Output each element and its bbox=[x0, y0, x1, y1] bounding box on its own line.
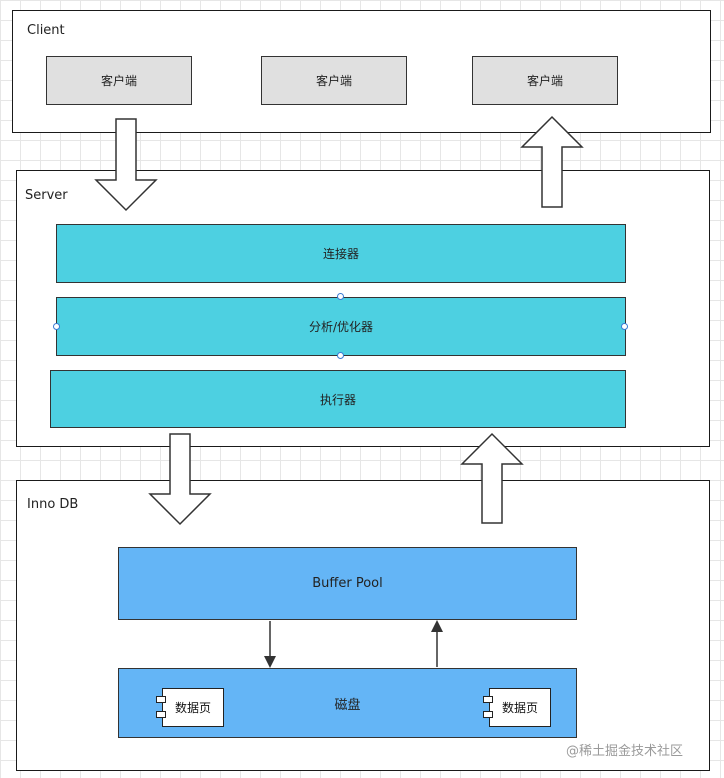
selection-handle-bottom[interactable] bbox=[337, 352, 344, 359]
connector-box[interactable]: 连接器 bbox=[56, 224, 626, 283]
selection-handle-right[interactable] bbox=[621, 323, 628, 330]
data-page-right[interactable]: 数据页 bbox=[489, 688, 551, 727]
data-page-left[interactable]: 数据页 bbox=[162, 688, 224, 727]
innodb-label: Inno DB bbox=[27, 497, 79, 512]
client-box-3[interactable]: 客户端 bbox=[472, 56, 618, 105]
component-tab-icon bbox=[483, 696, 493, 703]
server-label: Server bbox=[25, 188, 68, 203]
executor-box[interactable]: 执行器 bbox=[50, 370, 626, 428]
client-box-2[interactable]: 客户端 bbox=[261, 56, 407, 105]
client-label: Client bbox=[27, 23, 65, 38]
watermark: @稀土掘金技术社区 bbox=[566, 744, 684, 759]
analyzer-optimizer-box[interactable]: 分析/优化器 bbox=[56, 297, 626, 356]
buffer-pool-box[interactable]: Buffer Pool bbox=[118, 547, 577, 620]
selection-handle-top[interactable] bbox=[337, 293, 344, 300]
component-tab-icon bbox=[156, 696, 166, 703]
component-tab-icon bbox=[156, 711, 166, 718]
selection-handle-left[interactable] bbox=[53, 323, 60, 330]
component-tab-icon bbox=[483, 711, 493, 718]
client-box-1[interactable]: 客户端 bbox=[46, 56, 192, 105]
